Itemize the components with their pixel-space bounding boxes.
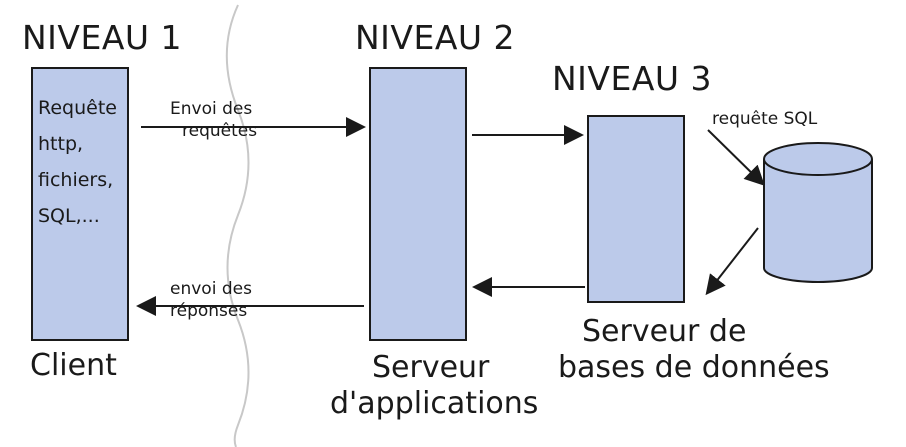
- send-responses-label-line2: réponses: [170, 301, 248, 321]
- app-server-box: [369, 67, 467, 341]
- db-server-caption-line2: bases de données: [558, 350, 830, 385]
- client-box: [31, 67, 129, 341]
- send-requests-label-line1: Envoi des: [170, 99, 253, 119]
- send-responses-label: envoi des réponses: [170, 278, 252, 322]
- db-server-caption: Serveur de bases de données: [558, 314, 830, 386]
- client-content-line: http,: [38, 133, 84, 155]
- arrow-sql-query: [707, 129, 765, 186]
- database-cylinder-icon: [763, 142, 873, 283]
- client-content-line: Requête: [38, 97, 117, 119]
- app-server-caption-line1: Serveur: [372, 350, 490, 385]
- client-content-line: SQL,...: [38, 205, 100, 227]
- level-1-title: NIVEAU 1: [22, 18, 183, 57]
- send-responses-label-line1: envoi des: [170, 279, 252, 299]
- db-server-box: [587, 115, 685, 303]
- db-server-caption-line1: Serveur de: [582, 314, 747, 349]
- app-server-caption-line2: d'applications: [330, 386, 539, 421]
- client-content-line: fichiers,: [38, 169, 114, 191]
- app-server-caption: Serveur d'applications: [330, 350, 538, 422]
- level-3-title: NIVEAU 3: [552, 59, 713, 98]
- level-2-title: NIVEAU 2: [355, 18, 516, 57]
- send-requests-label-line2: requêtes: [182, 121, 258, 141]
- sql-query-label: requête SQL: [712, 109, 818, 129]
- client-content: Requête http, fichiers, SQL,...: [38, 90, 126, 234]
- arrow-sql-result: [705, 227, 759, 296]
- client-caption: Client: [30, 348, 117, 383]
- send-requests-label: Envoi des requêtes: [170, 98, 257, 142]
- level-divider-1: [225, 4, 250, 447]
